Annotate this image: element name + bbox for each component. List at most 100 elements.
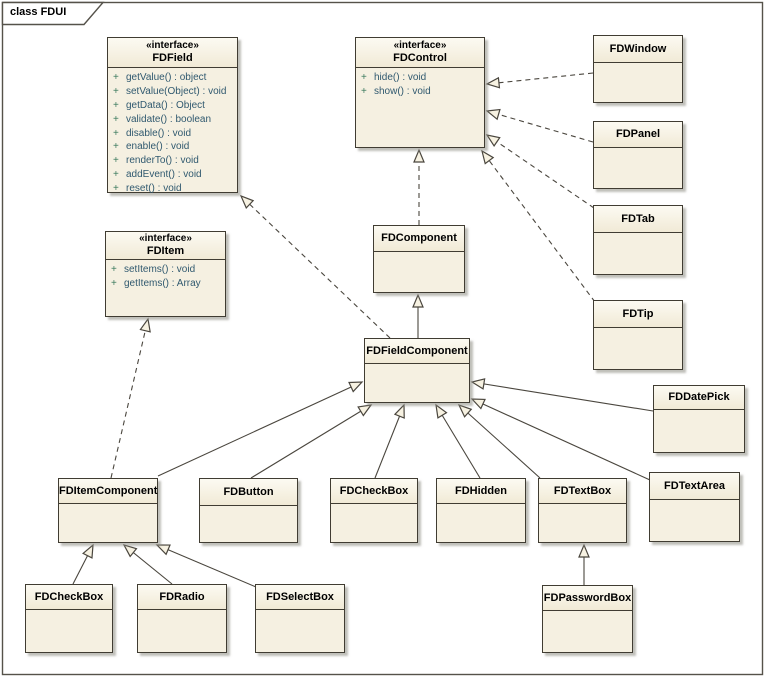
class-box-fdcheckbox-mid[interactable]: FDCheckBox — [330, 478, 418, 543]
empty-compartment — [26, 610, 112, 652]
visibility: + — [113, 168, 119, 180]
method-row: +disable() : void — [108, 126, 237, 140]
class-box-fditem[interactable]: «interface» FDItem + setItems() : void +g… — [105, 231, 226, 317]
class-title: FDButton — [200, 479, 297, 506]
method-row: +reset() : void — [108, 181, 237, 195]
method-signature: getValue() : object — [126, 72, 207, 84]
empty-compartment — [59, 504, 157, 542]
class-title: «interface» FDItem — [106, 232, 225, 260]
class-box-fdwindow[interactable]: FDWindow — [593, 35, 683, 103]
methods-compartment: +hide() : void +show() : void — [356, 68, 484, 147]
class-title: FDRadio — [138, 585, 226, 610]
class-box-fdcomponent[interactable]: FDComponent — [373, 225, 465, 293]
generalization-connector-fdtextbox-to-fdfieldcomponent — [457, 403, 541, 479]
class-name: FDButton — [223, 485, 274, 498]
class-title: FDComponent — [374, 226, 464, 252]
class-box-fdfield[interactable]: «interface» FDField +getValue() : object… — [107, 37, 238, 195]
empty-compartment — [543, 611, 632, 652]
generalization-connector-fdcheckbox-to-fditemcomponent — [72, 543, 94, 585]
class-title: FDWindow — [594, 36, 682, 63]
class-name: FDItemComponent — [59, 484, 158, 497]
class-title: FDFieldComponent — [365, 339, 469, 364]
class-name: FDComponent — [381, 232, 457, 244]
stereotype-label: «interface» — [146, 40, 199, 51]
generalization-connector-fditemcomponent-to-fdfieldcomponent — [157, 381, 364, 477]
method-signature: enable() : void — [126, 141, 190, 153]
method-row: + setItems() : void — [106, 263, 225, 277]
generalization-connector-fdhidden-to-fdfieldcomponent — [435, 403, 481, 479]
empty-compartment — [138, 610, 226, 652]
class-box-fdcontrol[interactable]: «interface» FDControl +hide() : void +sh… — [355, 37, 485, 148]
method-signature: setValue(Object) : void — [126, 86, 227, 98]
class-title: FDCheckBox — [26, 585, 112, 610]
class-box-fddatepick[interactable]: FDDatePick — [653, 385, 745, 453]
empty-compartment — [374, 252, 464, 292]
method-signature: renderTo() : void — [126, 155, 199, 167]
class-title: FDDatePick — [654, 386, 744, 410]
method-row: + setValue(Object) : void — [108, 85, 237, 99]
class-box-fdpasswordbox[interactable]: FDPasswordBox — [542, 585, 633, 653]
class-box-fdtextbox[interactable]: FDTextBox — [538, 478, 627, 543]
empty-compartment — [594, 148, 682, 188]
class-box-fdradio[interactable]: FDRadio — [137, 584, 227, 653]
class-box-fditemcomponent[interactable]: FDItemComponent — [58, 478, 158, 543]
visibility: + — [113, 155, 119, 167]
class-box-fdcheckbox-bottom[interactable]: FDCheckBox — [25, 584, 113, 653]
class-name: FDFieldComponent — [366, 344, 468, 357]
generalization-connector-fdradio-to-fditemcomponent — [122, 544, 173, 585]
empty-compartment — [437, 504, 525, 542]
class-title: FDSelectBox — [256, 585, 344, 610]
methods-compartment: +getValue() : object +setValue(Object) :… — [108, 68, 237, 195]
method-row: + addEvent() : void — [108, 168, 237, 182]
class-box-fdbutton[interactable]: FDButton — [199, 478, 298, 543]
empty-compartment — [200, 506, 297, 542]
method-row: +getItems() : Array — [106, 277, 225, 291]
class-box-fdselectbox[interactable]: FDSelectBox — [255, 584, 345, 653]
class-box-fdtab[interactable]: FDTab — [593, 205, 683, 275]
method-signature: reset() : void — [126, 182, 182, 194]
class-title: «interface» FDField — [108, 38, 237, 68]
realization-connector-fdtip-to-fdcontrol — [481, 149, 596, 303]
class-name: FDCheckBox — [339, 484, 409, 497]
generalization-connector-fdtextarea-to-fdfieldcomponent — [470, 398, 651, 481]
method-signature: getData() : Object — [126, 99, 205, 111]
frame-title: class FDUI — [10, 6, 67, 18]
class-name: FDTextBox — [553, 484, 612, 497]
class-title: FDCheckBox — [331, 479, 417, 504]
method-signature: setItems() : void — [124, 264, 196, 276]
class-box-fdtextarea[interactable]: FDTextArea — [649, 472, 740, 542]
method-row: + renderTo() : void — [108, 154, 237, 168]
realization-connector-fditemcomponent-to-fditem — [110, 317, 151, 479]
class-title: FDItemComponent — [59, 479, 157, 504]
class-box-fdpanel[interactable]: FDPanel — [593, 121, 683, 189]
realization-connector-fdwindow-to-fdcontrol — [485, 72, 594, 89]
class-title: FDHidden — [437, 479, 525, 504]
visibility: + — [361, 86, 367, 98]
visibility: + — [111, 264, 117, 276]
methods-compartment: + setItems() : void +getItems() : Array — [106, 260, 225, 316]
class-name: FDField — [152, 52, 193, 64]
realization-connector-fdfieldcomponent-to-fdfield — [239, 194, 391, 339]
class-box-fdtip[interactable]: FDTip — [593, 300, 683, 370]
class-title: FDPasswordBox — [543, 586, 632, 611]
class-title: «interface» FDControl — [356, 38, 484, 68]
realization-connector-fdtab-to-fdcontrol — [485, 134, 595, 209]
method-row: + getData() : Object — [108, 99, 237, 113]
class-box-fdfieldcomponent[interactable]: FDFieldComponent — [364, 338, 470, 403]
class-box-fdhidden[interactable]: FDHidden — [436, 478, 526, 543]
stereotype-label: «interface» — [139, 233, 192, 244]
method-signature: hide() : void — [374, 72, 427, 84]
method-row: +getValue() : object — [108, 71, 237, 85]
method-row: +enable() : void — [108, 140, 237, 154]
realization-connector-fdpanel-to-fdcontrol — [485, 108, 594, 143]
visibility: + — [113, 86, 119, 98]
method-signature: addEvent() : void — [126, 168, 202, 180]
class-title: FDTab — [594, 206, 682, 233]
visibility: + — [113, 99, 119, 111]
empty-compartment — [594, 63, 682, 102]
class-name: FDTextArea — [664, 479, 725, 492]
method-signature: validate() : boolean — [126, 113, 212, 125]
class-name: FDPasswordBox — [543, 591, 632, 604]
